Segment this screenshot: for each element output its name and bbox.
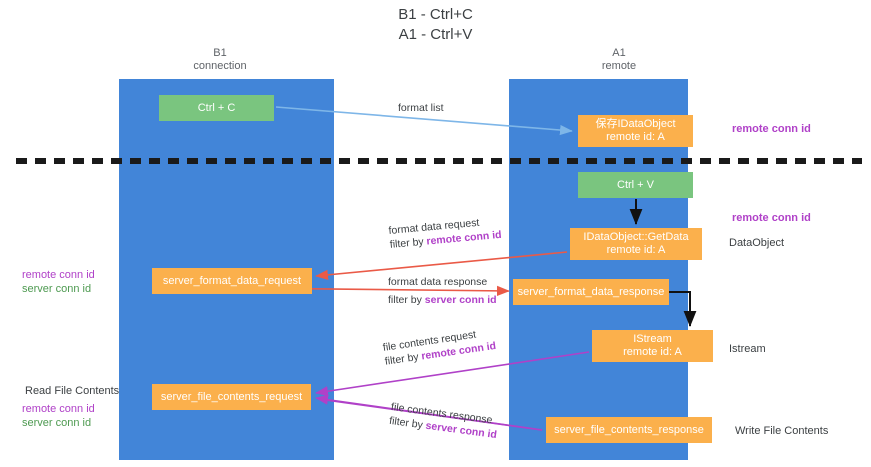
note-left-remote-conn-id-2: remote conn id [22,403,95,415]
edge-label-format-data-response: format data response filter by server co… [388,275,497,307]
box-ctrl-c-label: Ctrl + C [197,101,236,114]
arrow-format-data-request [315,251,568,280]
box-idataobject-getdata[interactable]: IDataObject::GetData remote id: A [570,228,702,260]
column-header-b1-name: B1 [213,47,227,59]
column-header-a1-role: remote [601,60,637,72]
box-server-file-contents-response-label: server_file_contents_response [554,423,704,436]
box-server-format-data-request[interactable]: server_format_data_request [152,268,312,294]
note-left-server-conn-id-1: server conn id [22,283,92,295]
note-left-conn-ids-top: remote conn id server conn id [22,268,95,296]
arrow-response-istream [669,291,697,327]
title-line-1: B1 - Ctrl+C [398,6,473,23]
box-idataobject-getdata-line2: remote id: A [606,244,666,256]
edge-label-format-data-response-text: format data response [388,276,488,288]
note-read-file-contents: Read File Contents [25,385,120,397]
box-ctrl-v[interactable]: Ctrl + V [578,172,693,198]
column-header-a1-name: A1 [612,47,626,59]
edge-label-format-list: format list [398,101,444,115]
box-istream-line1: IStream [633,333,672,345]
box-ctrl-c[interactable]: Ctrl + C [159,95,274,121]
edge-label-format-list-text: format list [398,102,444,114]
column-header-b1-role: connection [193,60,247,72]
note-remote-conn-id-mid: remote conn id [732,212,811,224]
note-left-remote-conn-id-1: remote conn id [22,269,95,281]
note-left-conn-ids-bottom: remote conn id server conn id [22,402,95,430]
note-remote-conn-id-top: remote conn id [732,123,811,135]
column-header-a1: A1 remote [549,47,689,73]
box-idataobject-getdata-line1: IDataObject::GetData [583,231,689,243]
arrow-file-contents-response-head [315,394,543,431]
box-istream-line2: remote id: A [623,346,682,358]
filter-prefix: filter by [389,235,428,251]
note-dataobject: DataObject [729,237,785,249]
title-line-2: A1 - Ctrl+V [398,26,473,43]
note-left-server-conn-id-2: server conn id [22,417,92,429]
box-server-file-contents-request-label: server_file_contents_request [160,390,303,403]
note-istream: Istream [729,343,766,355]
box-save-idataobject-line2: remote id: A [606,131,665,143]
box-server-format-data-response[interactable]: server_format_data_response [513,279,669,305]
box-istream[interactable]: IStream remote id: A [592,330,713,362]
edge-label-format-data-response-filter: filter by server conn id [388,293,497,307]
arrow-file-contents-request [315,351,590,397]
filter-key-server-conn-id: server conn id [424,294,497,306]
column-header-b1: B1 connection [150,47,290,73]
arrow-format-list [275,106,573,136]
note-write-file-contents: Write File Contents [735,425,829,437]
box-ctrl-v-label: Ctrl + V [617,178,654,191]
box-save-idataobject-line1: 保存IDataObject [595,118,676,130]
box-server-format-data-request-label: server_format_data_request [162,274,302,287]
box-save-idataobject[interactable]: 保存IDataObject remote id: A [578,115,693,147]
filter-prefix: filter by [388,294,425,306]
box-server-format-data-response-label: server_format_data_response [517,285,665,298]
page-title: B1 - Ctrl+C A1 - Ctrl+V [0,5,871,45]
box-server-file-contents-request[interactable]: server_file_contents_request [152,384,311,410]
box-server-file-contents-response[interactable]: server_file_contents_response [546,417,712,443]
